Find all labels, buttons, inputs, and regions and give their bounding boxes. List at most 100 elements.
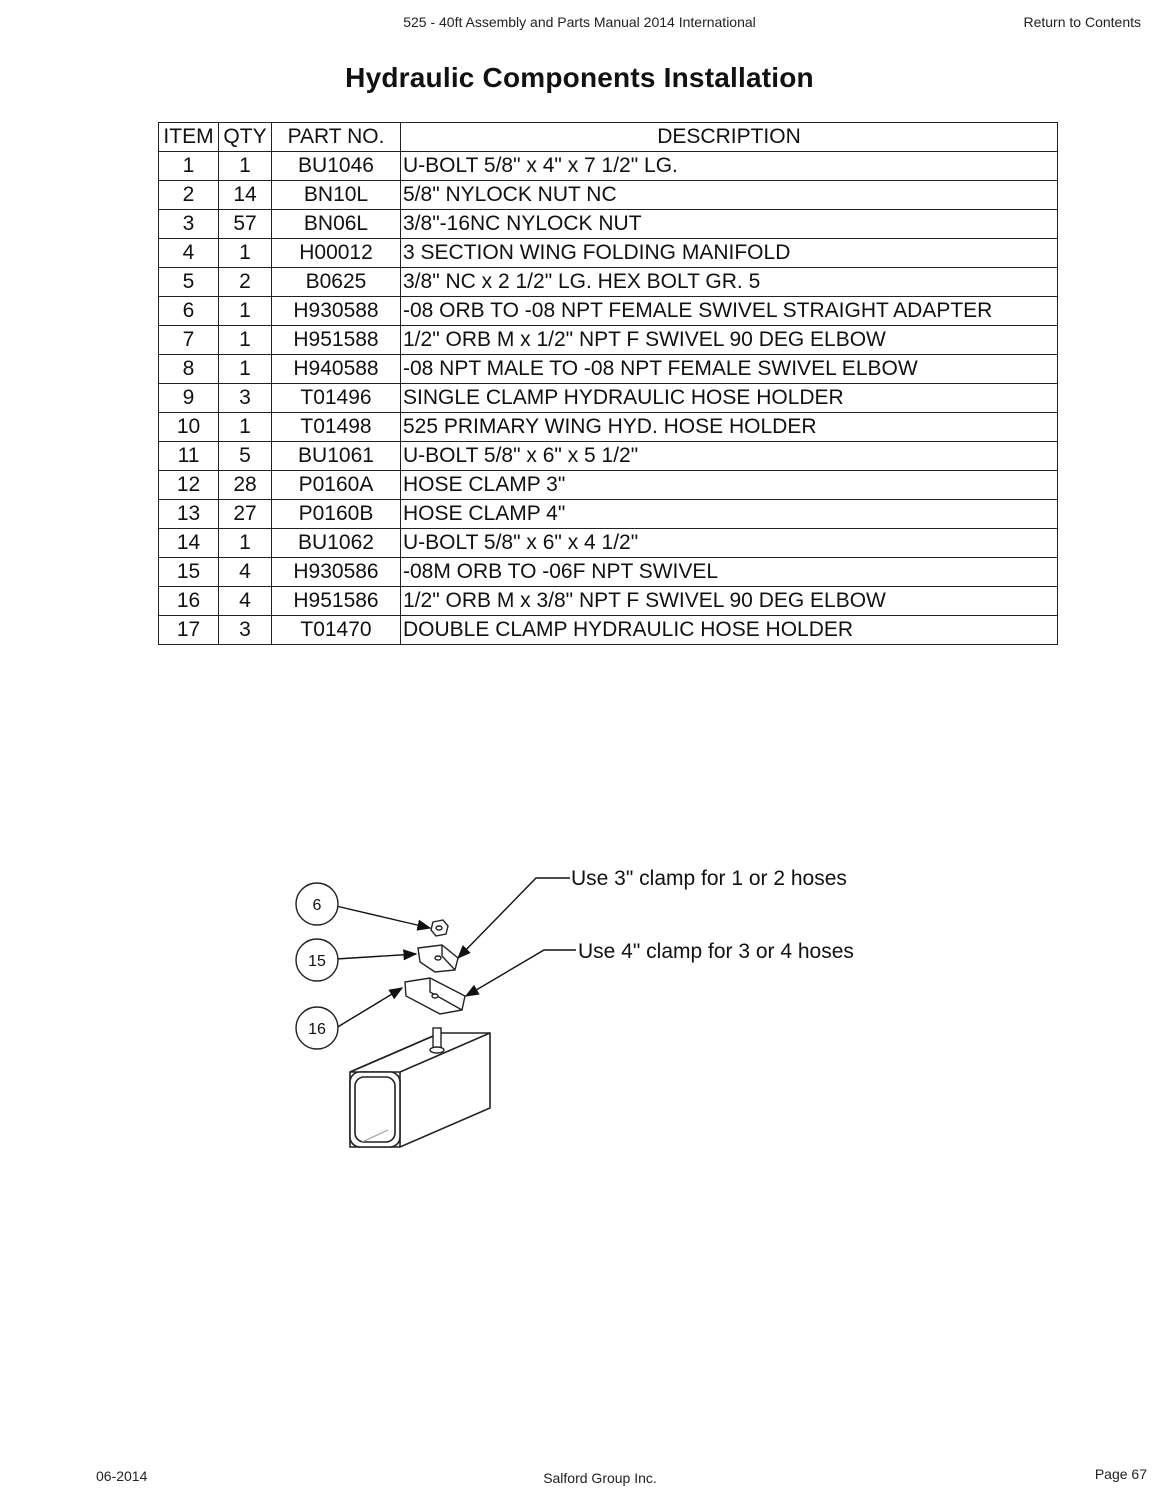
return-to-contents-link[interactable]: Return to Contents <box>1023 14 1141 30</box>
cell-item: 11 <box>158 441 219 471</box>
cell-item: 7 <box>158 325 219 355</box>
cell-item: 13 <box>158 499 219 529</box>
table-header-row: ITEM QTY PART NO. DESCRIPTION <box>158 122 1058 152</box>
cell-qty: 28 <box>218 470 272 500</box>
cell-part-no: T01496 <box>271 383 401 413</box>
item-balloon-16: 16 <box>295 1006 339 1050</box>
cell-qty: 1 <box>218 412 272 442</box>
leader-15 <box>335 949 418 961</box>
cell-description: -08 ORB TO -08 NPT FEMALE SWIVEL STRAIGH… <box>400 296 1058 326</box>
cell-qty: 2 <box>218 267 272 297</box>
cell-description: HOSE CLAMP 4" <box>400 499 1058 529</box>
square-tube-drawing <box>349 1032 491 1148</box>
hose-holder-assembly-diagram: 6 15 16 Use 3" clamp for 1 or 2 hoses Us… <box>295 867 854 1148</box>
cell-qty: 5 <box>218 441 272 471</box>
cell-item: 6 <box>158 296 219 326</box>
cell-part-no: BU1062 <box>271 528 401 558</box>
leader-16 <box>335 987 404 1029</box>
three-inch-clamp-drawing <box>417 944 459 973</box>
cell-part-no: B0625 <box>271 267 401 297</box>
column-header-qty: QTY <box>218 122 272 152</box>
cell-description: 3/8"-16NC NYLOCK NUT <box>400 209 1058 239</box>
cell-part-no: T01498 <box>271 412 401 442</box>
cell-description: U-BOLT 5/8" x 6" x 4 1/2" <box>400 528 1058 558</box>
cell-part-no: BU1061 <box>271 441 401 471</box>
cell-qty: 1 <box>218 354 272 384</box>
cell-item: 17 <box>158 615 219 645</box>
column-header-part-no: PART NO. <box>271 122 401 152</box>
cell-description: -08M ORB TO -06F NPT SWIVEL <box>400 557 1058 587</box>
cell-part-no: H930588 <box>271 296 401 326</box>
cell-item: 12 <box>158 470 219 500</box>
column-header-item: ITEM <box>158 122 219 152</box>
footer-company: Salford Group Inc. <box>543 1470 657 1486</box>
cell-part-no: H930586 <box>271 557 401 587</box>
cell-qty: 1 <box>218 296 272 326</box>
cell-description: U-BOLT 5/8" x 4" x 7 1/2" LG. <box>400 151 1058 181</box>
cell-item: 15 <box>158 557 219 587</box>
cell-description: DOUBLE CLAMP HYDRAULIC HOSE HOLDER <box>400 615 1058 645</box>
cell-description: 3 SECTION WING FOLDING MANIFOLD <box>400 238 1058 268</box>
note-four-inch-clamp: Use 4" clamp for 3 or 4 hoses <box>578 940 854 963</box>
cell-description: 525 PRIMARY WING HYD. HOSE HOLDER <box>400 412 1058 442</box>
balloon-label-6: 6 <box>313 897 322 914</box>
cell-description: -08 NPT MALE TO -08 NPT FEMALE SWIVEL EL… <box>400 354 1058 384</box>
cell-description: HOSE CLAMP 3" <box>400 470 1058 500</box>
column-header-description: DESCRIPTION <box>400 122 1058 152</box>
item-balloon-6: 6 <box>295 882 339 926</box>
cell-qty: 1 <box>218 238 272 268</box>
cell-qty: 1 <box>218 325 272 355</box>
cell-item: 9 <box>158 383 219 413</box>
cell-description: U-BOLT 5/8" x 6" x 5 1/2" <box>400 441 1058 471</box>
item-balloon-15: 15 <box>295 938 339 982</box>
cell-qty: 4 <box>218 586 272 616</box>
cell-description: SINGLE CLAMP HYDRAULIC HOSE HOLDER <box>400 383 1058 413</box>
nut-drawing <box>430 919 449 937</box>
cell-qty: 4 <box>218 557 272 587</box>
cell-qty: 57 <box>218 209 272 239</box>
page-header-title: 525 - 40ft Assembly and Parts Manual 201… <box>403 14 756 30</box>
cell-part-no: BU1046 <box>271 151 401 181</box>
cell-part-no: BN06L <box>271 209 401 239</box>
cell-item: 1 <box>158 151 219 181</box>
bolt-drawing <box>429 1027 445 1054</box>
cell-qty: 14 <box>218 180 272 210</box>
cell-qty: 1 <box>218 528 272 558</box>
cell-item: 16 <box>158 586 219 616</box>
cell-item: 4 <box>158 238 219 268</box>
cell-part-no: P0160A <box>271 470 401 500</box>
balloon-label-15: 15 <box>308 953 326 970</box>
cell-part-no: T01470 <box>271 615 401 645</box>
cell-part-no: BN10L <box>271 180 401 210</box>
balloon-label-16: 16 <box>308 1021 326 1038</box>
cell-part-no: P0160B <box>271 499 401 529</box>
cell-part-no: H951588 <box>271 325 401 355</box>
cell-item: 10 <box>158 412 219 442</box>
leader-note-4in <box>464 949 576 997</box>
cell-qty: 27 <box>218 499 272 529</box>
page-title: Hydraulic Components Installation <box>345 62 814 93</box>
cell-part-no: H951586 <box>271 586 401 616</box>
cell-part-no: H00012 <box>271 238 401 268</box>
cell-item: 14 <box>158 528 219 558</box>
cell-description: 5/8" NYLOCK NUT NC <box>400 180 1058 210</box>
cell-item: 2 <box>158 180 219 210</box>
cell-qty: 3 <box>218 383 272 413</box>
cell-description: 3/8" NC x 2 1/2" LG. HEX BOLT GR. 5 <box>400 267 1058 297</box>
footer-date: 06-2014 <box>96 1468 148 1484</box>
